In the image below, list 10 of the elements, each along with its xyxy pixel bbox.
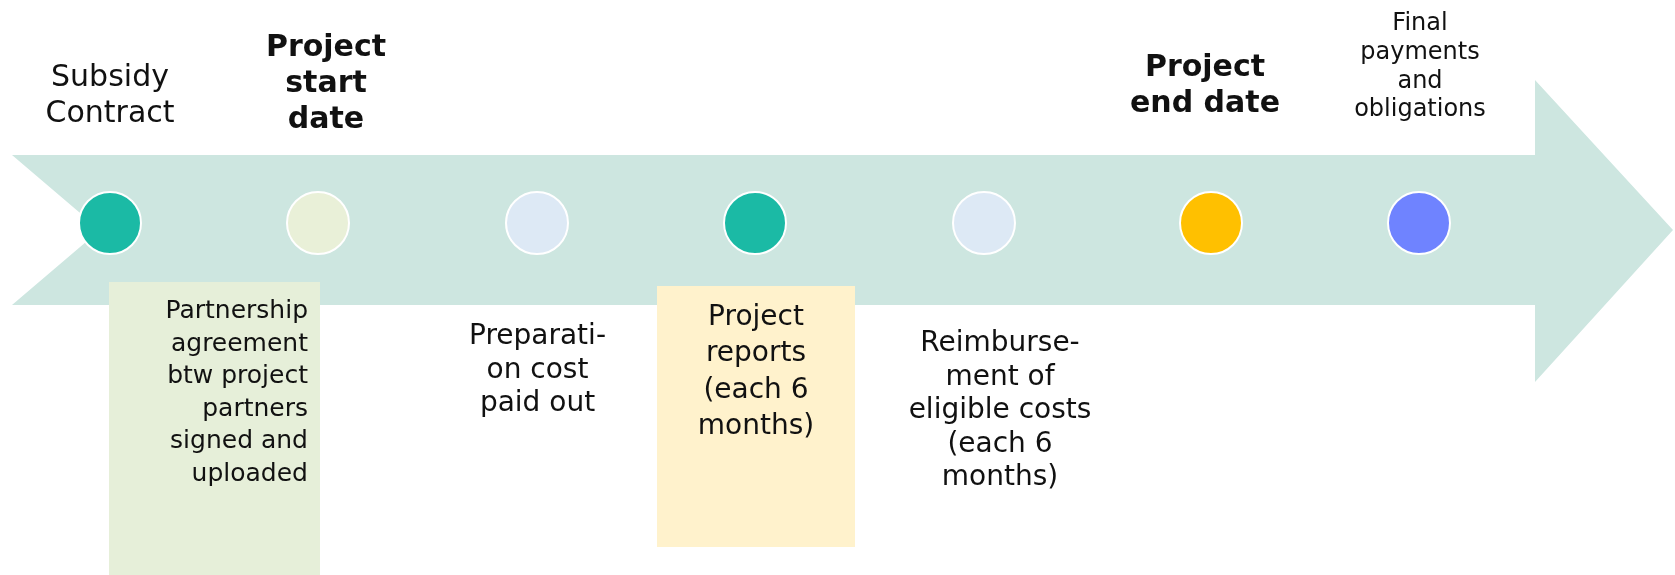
milestone-label: Project start date <box>264 28 388 136</box>
note-card <box>109 282 320 575</box>
milestone-label: Preparati- on cost paid out <box>468 318 607 419</box>
milestone-note: Partnership agreement btw project partners signed and uploaded <box>164 294 308 489</box>
milestone-label: Final payments and obligations <box>1353 8 1487 124</box>
milestone-label: Subsidy Contract <box>44 58 176 130</box>
milestone-label: Project end date <box>1129 48 1281 120</box>
note-card <box>657 286 855 547</box>
milestone-label: Reimburse- ment of eligible costs (each 6 months) <box>907 325 1093 493</box>
milestone-note: Project reports (each 6 months) <box>696 298 816 444</box>
